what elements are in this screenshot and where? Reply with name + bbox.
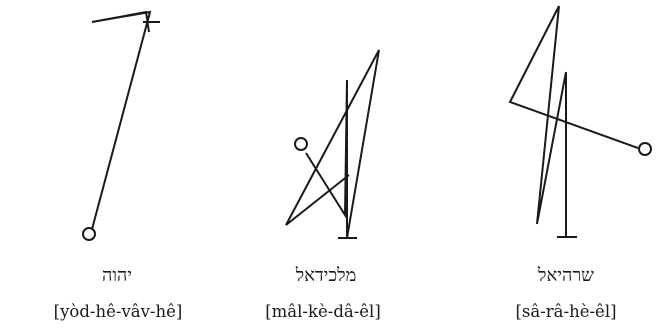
sigil-yhwh-path bbox=[91, 12, 150, 233]
sigil-malkidiel: מלכידאל [mâl-kè-dâ-êl] bbox=[265, 50, 381, 321]
sigil-yhwh-start-circle bbox=[83, 228, 95, 240]
sigil-yhwh-transliteration-label: [yòd-hê-vâv-hê] bbox=[54, 302, 183, 321]
sigil-yhwh-hebrew-label: יהוה bbox=[102, 265, 132, 286]
sigil-yhwh: יהוה [yòd-hê-vâv-hê] bbox=[54, 12, 183, 321]
sigil-malkidiel-transliteration-label: [mâl-kè-dâ-êl] bbox=[265, 302, 381, 321]
sigil-sarahiel-hebrew-label: שרהיאל bbox=[537, 265, 594, 286]
sigil-sarahiel: שרהיאל [sâ-râ-hè-êl] bbox=[510, 6, 651, 321]
sigil-sarahiel-path bbox=[510, 6, 638, 237]
sigil-sarahiel-transliteration-label: [sâ-râ-hè-êl] bbox=[515, 302, 616, 321]
sigil-malkidiel-hebrew-label: מלכידאל bbox=[295, 265, 357, 286]
sigil-sarahiel-start-circle bbox=[639, 143, 651, 155]
sigil-malkidiel-start-circle bbox=[295, 138, 307, 150]
